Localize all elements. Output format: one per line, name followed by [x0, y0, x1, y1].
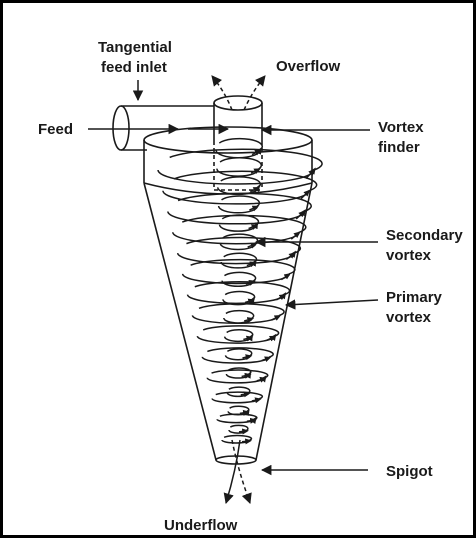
primary-vortex-leader — [286, 300, 378, 305]
primary-vortex-loop — [158, 149, 322, 184]
primary-vortex-loop — [192, 304, 284, 323]
primary-vortex-loop — [197, 326, 278, 343]
primary-vortex-arrow — [247, 420, 254, 421]
secondary-vortex-arrow — [239, 431, 246, 432]
primary-vortex-spiral — [158, 149, 322, 443]
label-feed: Feed — [38, 121, 73, 138]
secondary-vortex-loop — [229, 425, 248, 433]
label-spigot: Spigot — [386, 463, 433, 480]
label-primary-vortex-line1: Primary — [386, 289, 443, 306]
label-overflow: Overflow — [276, 58, 341, 75]
primary-vortex-arrow — [301, 192, 308, 199]
primary-vortex-loop — [212, 392, 262, 403]
underflow-arrow-left — [226, 440, 240, 503]
primary-vortex-loop — [188, 282, 290, 304]
label-primary-vortex-line2: vortex — [386, 309, 432, 326]
label-tangential-line1: Tangential — [98, 39, 172, 56]
label-secondary-vortex-line1: Secondary — [386, 227, 463, 244]
labels: Tangential feed inlet Overflow Feed Vort… — [38, 39, 463, 534]
primary-vortex-arrow — [296, 213, 303, 219]
secondary-vortex-loop — [218, 177, 261, 195]
secondary-vortex-loop — [226, 349, 252, 360]
label-vortex-finder-line1: Vortex — [378, 119, 424, 136]
label-tangential-line2: feed inlet — [101, 59, 167, 76]
secondary-vortex-arrow — [240, 412, 247, 413]
secondary-vortex-loop — [216, 139, 262, 158]
primary-vortex-arrow — [257, 379, 264, 381]
secondary-vortex-loop — [220, 234, 257, 249]
primary-vortex-arrow — [242, 441, 249, 442]
secondary-vortex-loop — [217, 158, 261, 176]
primary-vortex-arrow — [291, 233, 298, 239]
secondary-vortex-loop — [224, 311, 254, 323]
label-secondary-vortex-line2: vortex — [386, 247, 432, 264]
label-vortex-finder-line2: finder — [378, 139, 420, 156]
secondary-vortex-spiral — [216, 139, 262, 434]
flow-paths — [212, 76, 265, 503]
label-underflow: Underflow — [164, 517, 238, 534]
secondary-vortex-loop — [225, 330, 253, 342]
